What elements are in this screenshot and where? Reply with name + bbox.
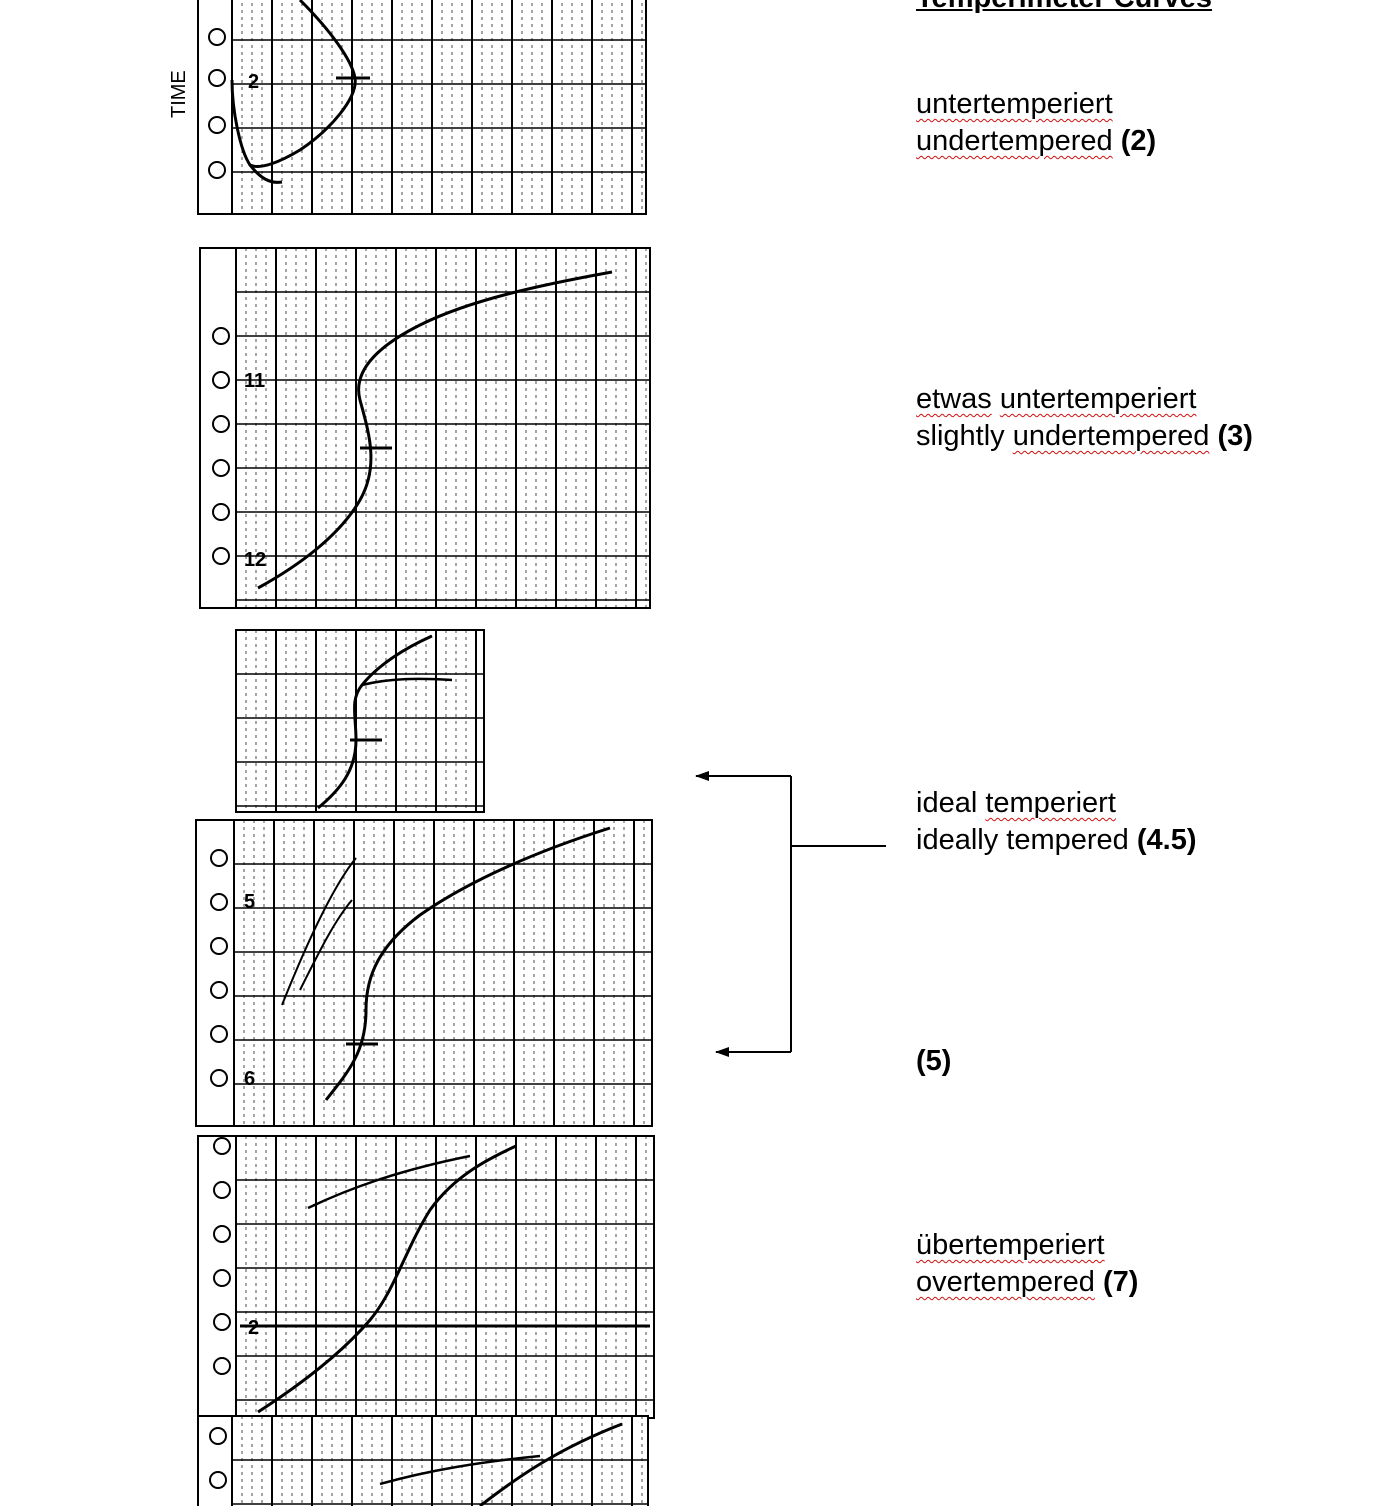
label-overtempered: übertemperiert overtempered (7) [916, 1229, 1139, 1298]
chart-ideal-small [235, 629, 485, 813]
curve-overtempered [257, 1144, 517, 1414]
graph-paper-grid [233, 819, 652, 1126]
label-undertempered: untertemperiert undertempered (2) [916, 88, 1157, 157]
chart-ideal: 5 6 [195, 819, 653, 1127]
tick-label: 11 [244, 370, 265, 392]
perforation-holes [208, 28, 226, 179]
curve-bottom [479, 1422, 623, 1506]
label-ideally-tempered: ideal temperiert ideally tempered (4.5) [916, 787, 1197, 856]
curve-undertempered [230, 0, 357, 168]
graph-paper-grid [231, 1415, 648, 1506]
graph-paper-grid [231, 0, 646, 214]
perforation-holes [213, 1137, 231, 1375]
curve-ideal [324, 826, 611, 1101]
curve-ideal-small [317, 634, 433, 810]
tick-label: 12 [244, 549, 266, 571]
curve-undertempered-tail [248, 164, 283, 184]
perforation-holes [212, 327, 230, 565]
tick-label: 5 [244, 891, 255, 913]
graph-paper-grid [235, 247, 650, 608]
label-five: (5) [916, 1045, 952, 1077]
label-slightly-undertempered: etwas untertemperiert slightly undertemp… [916, 383, 1253, 452]
chart-overtempered: 2 [197, 1135, 655, 1419]
tick-label: 2 [248, 1317, 259, 1339]
tick-label: 6 [244, 1068, 255, 1090]
chart-slightly-undertempered: 11 12 [199, 247, 651, 609]
chart-bottom [197, 1415, 649, 1506]
time-axis-label: TIME [168, 70, 190, 118]
chart-undertempered: 2 TIME [168, 0, 647, 215]
page-title: Temperimeter Curves [916, 0, 1212, 15]
curve-slightly-undertempered [257, 270, 613, 590]
graph-paper-grid [235, 1135, 654, 1418]
perforation-holes [209, 1427, 227, 1489]
tick-label: 2 [248, 71, 259, 93]
perforation-holes [210, 849, 228, 1087]
bracket-connector [695, 771, 886, 1057]
